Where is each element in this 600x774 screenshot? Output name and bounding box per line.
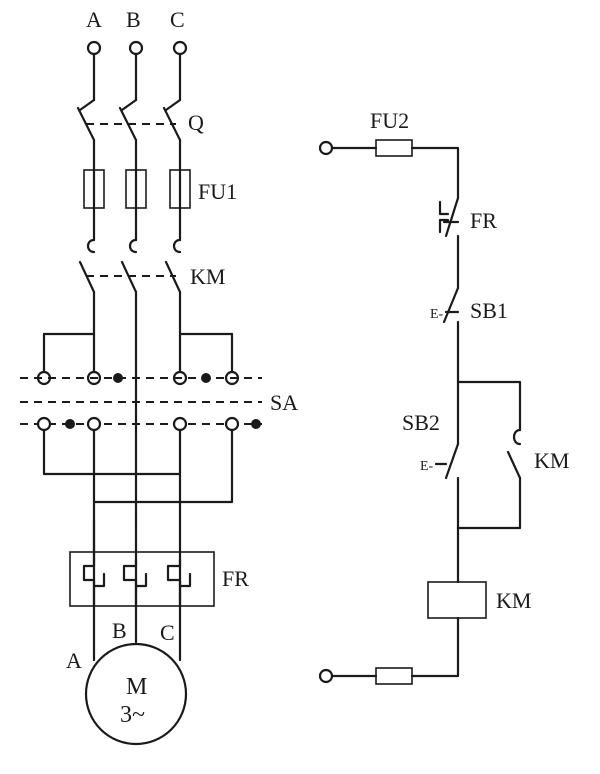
selector-switch-label: SA bbox=[270, 390, 298, 415]
fuse-bottom bbox=[375, 667, 413, 685]
coil-label: KM bbox=[496, 588, 531, 613]
motor-circle bbox=[84, 642, 188, 746]
phase-b-label: B bbox=[126, 7, 141, 32]
svg-text:E-: E- bbox=[420, 459, 434, 474]
stop-button-label: SB1 bbox=[470, 298, 508, 323]
control-terminal-bottom bbox=[318, 668, 334, 684]
thermal-relay-fr: FR bbox=[69, 518, 249, 608]
power-circuit: A B C Q FU1 bbox=[20, 7, 298, 746]
control-circuit: FU2 FR E- SB1 SB2 E- bbox=[318, 108, 569, 685]
phase-a-label: A bbox=[86, 7, 102, 32]
thermal-contact-fr: FR bbox=[438, 196, 497, 290]
supply-terminals bbox=[86, 40, 188, 56]
motor-m-label: M bbox=[126, 674, 147, 700]
start-button-label: SB2 bbox=[402, 410, 440, 435]
motor-c-label: C bbox=[160, 620, 175, 645]
start-button-sb2: SB2 E- bbox=[402, 380, 460, 530]
motor-m: B C A M 3~ bbox=[66, 618, 188, 746]
stop-button-sb1: E- SB1 bbox=[430, 286, 508, 384]
aux-contact-km: KM bbox=[456, 428, 569, 530]
fuse-fu1: FU1 bbox=[83, 168, 237, 210]
terminal-c bbox=[172, 40, 188, 56]
breaker-q: Q bbox=[76, 98, 204, 142]
supply-wires bbox=[92, 52, 182, 102]
contactor-main-label: KM bbox=[190, 264, 225, 289]
terminal-a bbox=[86, 40, 102, 56]
motor-type-label: 3~ bbox=[120, 702, 145, 728]
phase-c-label: C bbox=[170, 7, 185, 32]
motor-a-label: A bbox=[66, 648, 82, 673]
breaker-label: Q bbox=[188, 110, 204, 135]
motor-b-label: B bbox=[112, 618, 127, 643]
selector-switch-sa: SA bbox=[20, 332, 298, 562]
contactor-km-main: KM bbox=[78, 238, 225, 294]
coil-box bbox=[427, 581, 487, 619]
thermal-contact-label: FR bbox=[470, 208, 497, 233]
fuse-ctrl-label: FU2 bbox=[370, 108, 409, 133]
fuse-fu2 bbox=[375, 139, 413, 157]
svg-text:E-: E- bbox=[430, 307, 444, 322]
aux-contact-label: KM bbox=[534, 448, 569, 473]
fuse-main-label: FU1 bbox=[198, 179, 237, 204]
terminal-b bbox=[128, 40, 144, 56]
coil-km: KM bbox=[410, 526, 531, 678]
thermal-relay-main-label: FR bbox=[222, 566, 249, 591]
control-terminal-top bbox=[318, 140, 334, 156]
